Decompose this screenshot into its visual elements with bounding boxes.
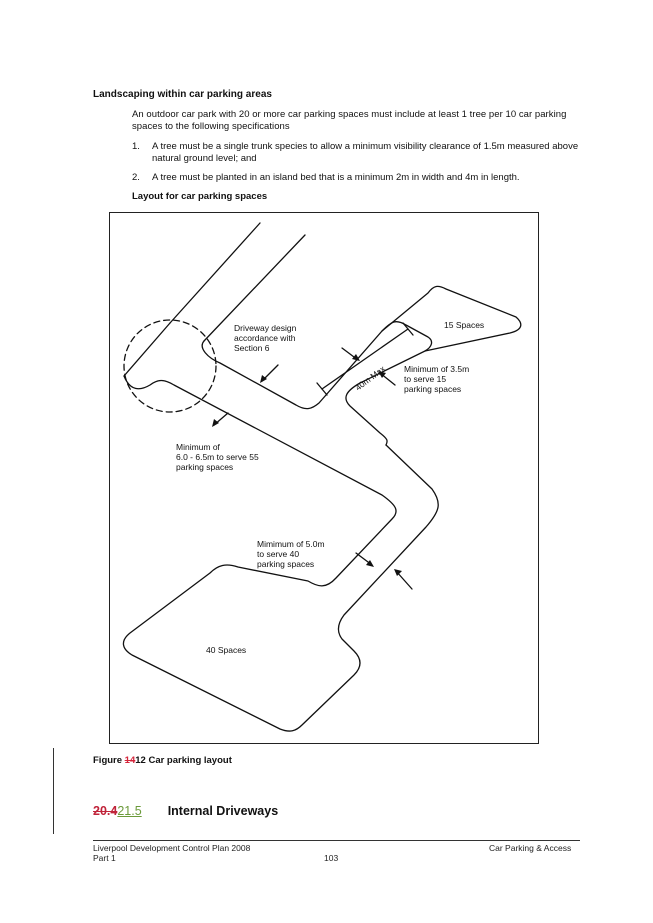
- section-deleted-number: 20.4: [93, 804, 118, 818]
- label-min35-line1: Minimum of 3.5m: [404, 364, 469, 374]
- dimension-tick: [316, 382, 328, 396]
- car-parking-layout-figure: Driveway design accordance with Section …: [109, 212, 539, 744]
- footer-title: Liverpool Development Control Plan 2008: [93, 843, 251, 853]
- road-edge-line: [169, 222, 261, 324]
- road-edge-line: [123, 322, 171, 377]
- list-number: 2.: [132, 172, 140, 183]
- list-number: 1.: [132, 141, 140, 152]
- arrowhead: [260, 375, 267, 383]
- parking-pad-15: [381, 285, 522, 352]
- label-driveway-line2: accordance with: [234, 333, 296, 343]
- caption-deleted-number: 14: [124, 755, 136, 766]
- label-40-spaces: 40 Spaces: [206, 645, 246, 655]
- label-min6-line1: Minimum of: [176, 442, 221, 452]
- intersection-circle: [123, 319, 217, 413]
- label-min5-line3: parking spaces: [257, 559, 314, 569]
- layout-diagram: Driveway design accordance with Section …: [122, 222, 522, 732]
- list-text: A tree must be a single trunk species to…: [152, 141, 579, 164]
- caption-text: 12 Car parking layout: [135, 755, 232, 766]
- section-inserted-number: 21.5: [117, 804, 142, 818]
- arrowhead: [366, 560, 374, 567]
- driveway-lower-edge: [122, 375, 439, 732]
- arrowhead: [212, 419, 219, 427]
- arrowhead: [378, 371, 386, 378]
- arrowheads: [212, 354, 402, 576]
- footer-part: Part 1: [93, 853, 116, 863]
- footer-section: Car Parking & Access: [489, 843, 572, 853]
- label-40m-max: 40m Max: [353, 363, 388, 392]
- list-text: A tree must be planted in an island bed …: [152, 172, 520, 183]
- label-15-spaces: 15 Spaces: [444, 320, 484, 330]
- dimension-line: [321, 328, 409, 390]
- label-min5-line2: to serve 40: [257, 549, 299, 559]
- arrowhead: [394, 569, 402, 576]
- label-min6-line3: parking spaces: [176, 462, 233, 472]
- caption-prefix: Figure: [93, 755, 125, 766]
- dimension-tick: [402, 322, 414, 336]
- road-edge-line: [203, 234, 306, 342]
- label-driveway-line3: Section 6: [234, 343, 270, 353]
- intro-paragraph: An outdoor car park with 20 or more car …: [132, 109, 567, 132]
- label-driveway-line1: Driveway design: [234, 323, 297, 333]
- section-heading: Landscaping within car parking areas: [93, 89, 272, 100]
- label-min6-line2: 6.0 - 6.5m to serve 55: [176, 452, 259, 462]
- section-title: 20.421.5 Internal Driveways: [93, 804, 278, 818]
- label-min35-line3: parking spaces: [404, 384, 461, 394]
- label-min5-line1: Mimimum of 5.0m: [257, 539, 325, 549]
- figure-caption: Figure 1412 Car parking layout: [93, 755, 232, 766]
- figure-subheading: Layout for car parking spaces: [132, 191, 268, 202]
- change-bar: [53, 748, 54, 834]
- page-number: 103: [324, 853, 339, 863]
- driveway-upper-edge: [201, 320, 433, 446]
- label-min35-line2: to serve 15: [404, 374, 446, 384]
- footer-divider: [93, 840, 580, 841]
- arrowhead: [352, 354, 360, 361]
- section-name: Internal Driveways: [167, 804, 279, 818]
